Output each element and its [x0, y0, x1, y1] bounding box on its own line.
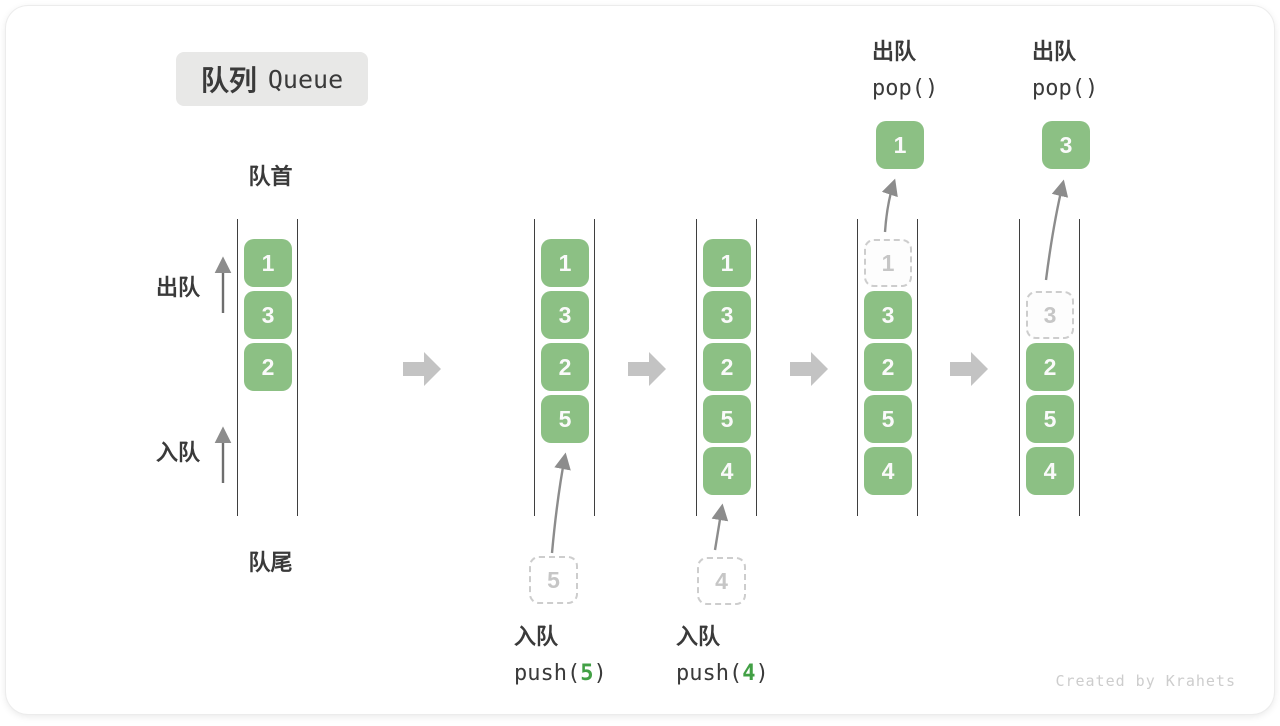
enqueue-side-label: 入队 — [156, 440, 201, 465]
queue-channel-state4: 1 3 2 5 4 — [857, 219, 918, 516]
queue-front-label: 队首 — [248, 164, 293, 189]
dequeue-action-text: 出队 — [872, 39, 917, 64]
queue-rear-label: 队尾 — [248, 550, 293, 575]
queue-item-popped: 3 — [1042, 121, 1090, 169]
title-badge: 队列 Queue — [176, 52, 368, 106]
dequeue-side-label: 出队 — [156, 275, 201, 300]
queue-item: 5 — [703, 395, 751, 443]
queue-item: 2 — [703, 343, 751, 391]
dequeue-code-text: pop() — [872, 76, 939, 101]
queue-item-ghost: 3 — [1026, 291, 1074, 339]
title-zh: 队列 — [200, 65, 257, 96]
queue-channel-state5: 3 2 5 4 — [1019, 219, 1080, 516]
dequeue-3-label: 出队 pop() — [1032, 33, 1098, 107]
code-close: ) — [593, 661, 607, 686]
queue-item-pending: 4 — [697, 557, 746, 605]
queue-item: 2 — [864, 343, 912, 391]
queue-item: 2 — [541, 343, 589, 391]
queue-item: 4 — [1026, 447, 1074, 495]
enqueue-action-text: 入队 — [514, 624, 559, 649]
queue-item: 4 — [864, 447, 912, 495]
queue-item: 2 — [1026, 343, 1074, 391]
title-en: Queue — [267, 64, 344, 94]
code-fn: push( — [514, 661, 581, 686]
dequeue-1-label: 出队 pop() — [872, 33, 938, 107]
queue-channel-state2: 1 3 2 5 — [534, 219, 595, 516]
queue-item: 3 — [541, 291, 589, 339]
queue-item-pending: 5 — [529, 556, 578, 604]
code-fn: push( — [676, 661, 743, 686]
enqueue-5-label: 入队 push(5) — [514, 618, 607, 692]
queue-item-popped: 1 — [876, 121, 924, 169]
queue-item: 2 — [244, 343, 292, 391]
queue-item-ghost: 1 — [864, 239, 912, 287]
code-arg: 5 — [580, 661, 594, 686]
queue-item: 4 — [703, 447, 751, 495]
queue-item: 1 — [541, 239, 589, 287]
dequeue-action-text: 出队 — [1032, 39, 1077, 64]
queue-item: 3 — [703, 291, 751, 339]
queue-channel-state3: 1 3 2 5 4 — [696, 219, 757, 516]
code-arg: 4 — [742, 661, 756, 686]
queue-item: 5 — [864, 395, 912, 443]
flow-arrows — [214, 178, 1069, 554]
queue-channel-state1: 1 3 2 — [237, 219, 298, 516]
enqueue-action-text: 入队 — [676, 624, 721, 649]
enqueue-code-text: push(4) — [676, 655, 769, 692]
queue-item: 5 — [1026, 395, 1074, 443]
diagram-card: 队列 Queue 队首 队尾 出队 入队 1 3 2 1 3 2 5 5 入队 … — [6, 6, 1274, 714]
queue-item: 1 — [244, 239, 292, 287]
enqueue-code-text: push(5) — [514, 655, 607, 692]
enqueue-4-label: 入队 push(4) — [676, 618, 769, 692]
watermark: Created by Krahets — [1055, 672, 1236, 690]
queue-item: 1 — [703, 239, 751, 287]
code-close: ) — [755, 661, 769, 686]
queue-item: 3 — [864, 291, 912, 339]
queue-item: 3 — [244, 291, 292, 339]
dequeue-code-text: pop() — [1032, 76, 1099, 101]
queue-item: 5 — [541, 395, 589, 443]
